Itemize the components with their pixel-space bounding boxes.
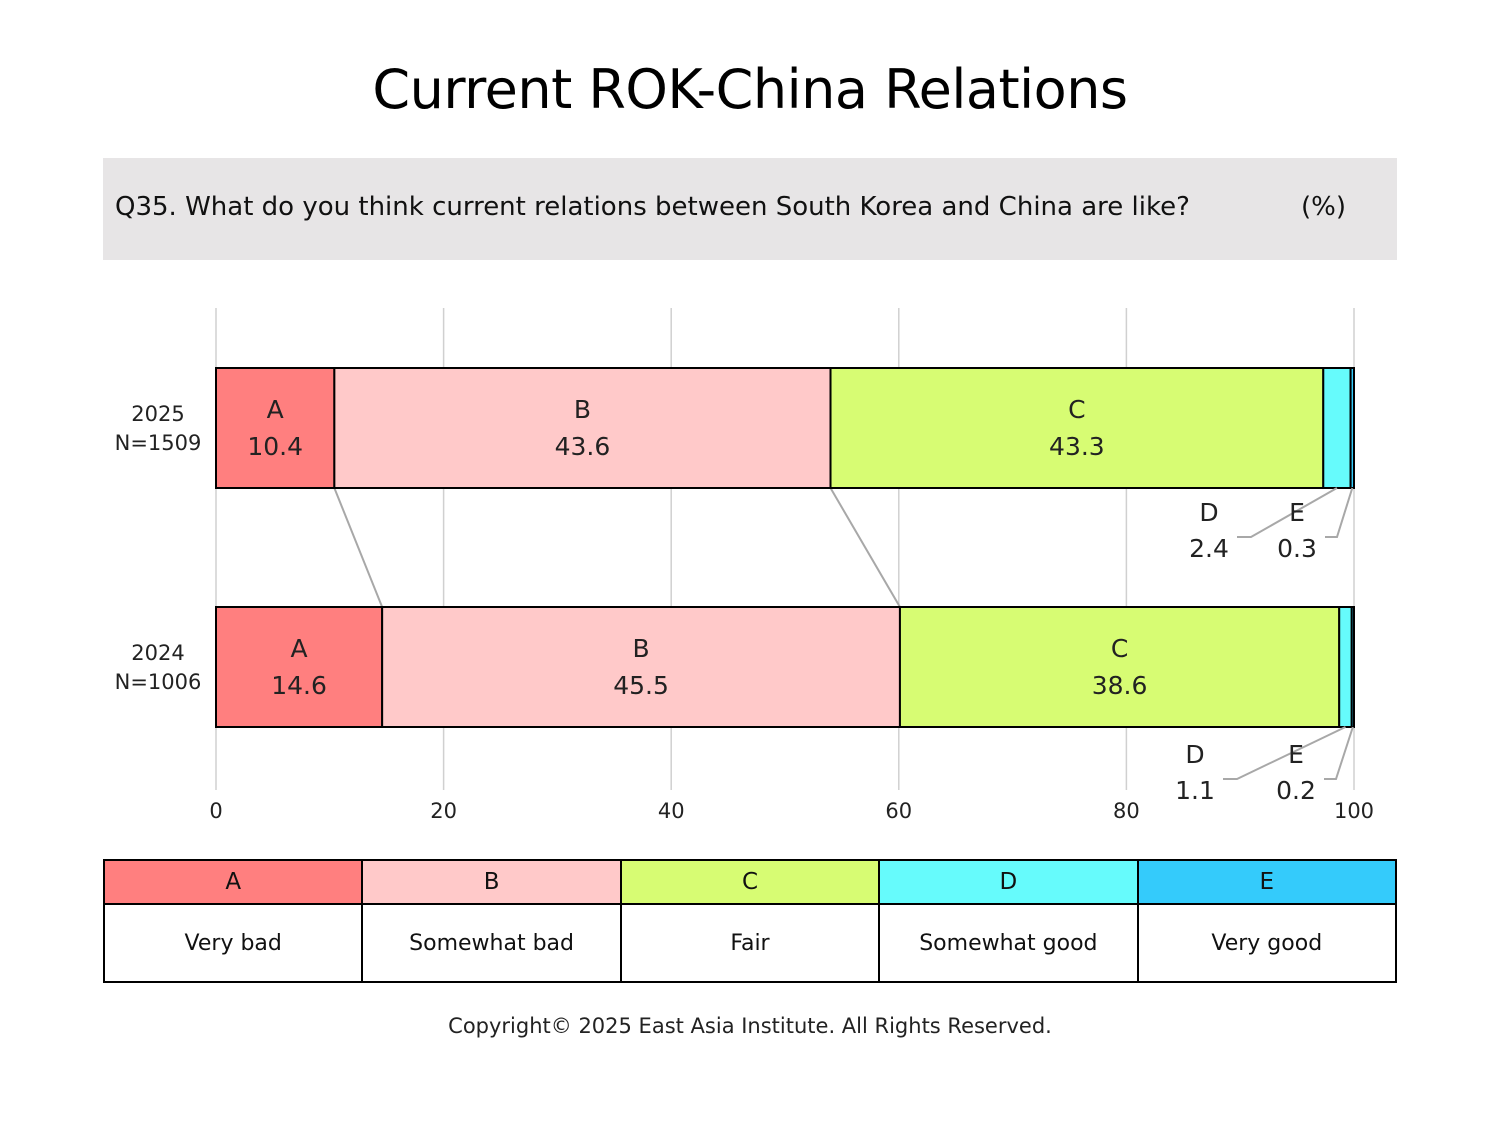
- legend-code-e: E: [1136, 859, 1398, 905]
- segment-code-label: A: [291, 634, 308, 663]
- bar-segment-a: [215, 606, 384, 728]
- callout-code-label: D: [1185, 740, 1204, 769]
- callout-data-label: 2.4: [1189, 534, 1229, 563]
- legend-label-somewhat-bad: Somewhat bad: [361, 903, 622, 983]
- legend-label-fair: Fair: [619, 903, 881, 983]
- callout-leader-line: [1325, 487, 1354, 538]
- category-n-label: N=1006: [115, 670, 202, 694]
- bar-segment-d: [1338, 606, 1353, 728]
- bar-segment-a: [215, 367, 336, 489]
- bar-segment-b: [381, 606, 901, 728]
- segment-code-label: A: [267, 395, 284, 424]
- bar-segment-e: [1349, 367, 1356, 489]
- callout-data-label: 1.1: [1175, 776, 1215, 805]
- segment-code-label: C: [1068, 395, 1085, 424]
- legend-code-d: D: [878, 859, 1139, 905]
- legend-label-somewhat-good: Somewhat good: [878, 903, 1139, 983]
- legend-code-c: C: [619, 859, 881, 905]
- x-tick-label: 80: [1113, 799, 1140, 823]
- category-year-label: 2025: [131, 402, 184, 426]
- data-label: 45.5: [613, 671, 669, 700]
- callout-code-label: D: [1199, 498, 1218, 527]
- x-tick-label: 100: [1334, 799, 1374, 823]
- bar-segment-d: [1322, 367, 1352, 489]
- x-tick-label: 20: [430, 799, 457, 823]
- callout-leader-line: [1237, 487, 1338, 538]
- data-label: 38.6: [1092, 671, 1148, 700]
- bar-segment-e: [1350, 606, 1355, 728]
- question-box: Q35. What do you think current relations…: [103, 158, 1397, 260]
- callout-code-label: E: [1288, 740, 1304, 769]
- unit-label: (%): [1301, 192, 1346, 222]
- callout-data-label: 0.2: [1276, 776, 1316, 805]
- bar-segment-c: [829, 367, 1325, 489]
- legend-table: A B C D E Very bad Somewhat bad Fair Som…: [102, 859, 1398, 983]
- callout-code-label: E: [1289, 498, 1305, 527]
- legend-label-very-good: Very good: [1136, 903, 1398, 983]
- segment-code-label: B: [632, 634, 649, 663]
- x-tick-label: 0: [209, 799, 222, 823]
- data-label: 43.3: [1049, 432, 1105, 461]
- segment-code-label: B: [574, 395, 591, 424]
- bar-segment-c: [898, 606, 1341, 728]
- data-label: 43.6: [555, 432, 611, 461]
- callout-leader-line: [1324, 726, 1354, 780]
- chart-title: Current ROK-China Relations: [372, 58, 1128, 121]
- legend-code-a: A: [102, 859, 364, 905]
- connector-line: [333, 487, 384, 608]
- legend-code-b: B: [361, 859, 622, 905]
- callout-data-label: 0.3: [1277, 534, 1317, 563]
- data-label: 10.4: [247, 432, 303, 461]
- category-year-label: 2024: [131, 641, 184, 665]
- question-text: Q35. What do you think current relations…: [115, 192, 1190, 222]
- segment-code-label: C: [1111, 634, 1128, 663]
- legend-label-very-bad: Very bad: [102, 903, 364, 983]
- x-tick-label: 60: [885, 799, 912, 823]
- connector-line: [829, 487, 901, 608]
- bar-segment-b: [333, 367, 832, 489]
- copyright-notice: Copyright© 2025 East Asia Institute. All…: [448, 1014, 1052, 1038]
- x-tick-label: 40: [658, 799, 685, 823]
- category-n-label: N=1509: [115, 431, 202, 455]
- data-label: 14.6: [271, 671, 327, 700]
- callout-leader-line: [1223, 726, 1346, 780]
